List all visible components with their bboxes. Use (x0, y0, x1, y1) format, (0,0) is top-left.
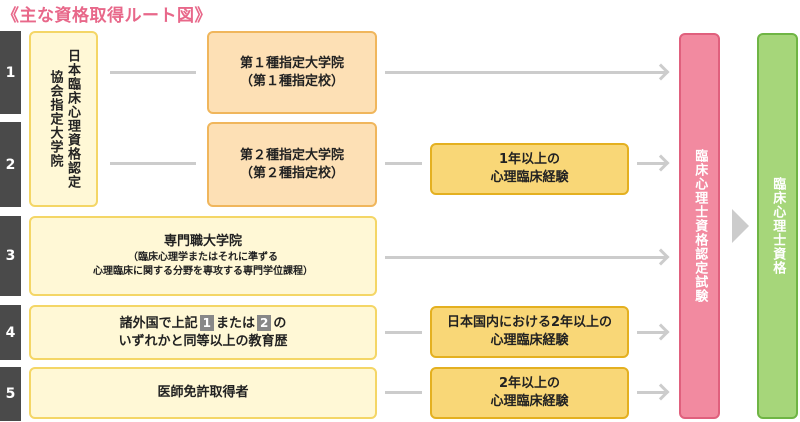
route5-experience-box: 2年以上の 心理臨床経験 (430, 367, 629, 419)
connector-line (637, 162, 665, 165)
route2-line1: 第２種指定大学院 (239, 147, 344, 163)
route1-line2: （第１種指定校） (239, 73, 344, 89)
route2-experience-box: 1年以上の 心理臨床経験 (430, 143, 629, 195)
route5-box: 医師免許取得者 (29, 367, 377, 419)
route2-line2: （第２種指定校） (239, 165, 344, 181)
connector-line (637, 331, 665, 334)
diagram-title: 《主な資格取得ルート図》 (2, 6, 212, 26)
qualification-label: 臨床心理士資格 (770, 177, 786, 275)
route1-box: 第１種指定大学院 （第１種指定校） (207, 31, 377, 114)
route4-text-b: または (215, 315, 255, 331)
route4-experience-line2: 心理臨床経験 (490, 333, 569, 348)
connector-line (110, 162, 196, 165)
arrow-right-icon (732, 209, 749, 243)
row-number-4: 4 (0, 305, 21, 360)
connector-line (385, 391, 422, 394)
route3-note1: （臨床心理学またはそれに準ずる (128, 251, 278, 263)
connector-line (385, 331, 422, 334)
association-label: 日本臨床心理資格認定協会指定大学院 (47, 49, 81, 189)
route2-experience-line2: 心理臨床経験 (490, 170, 569, 185)
route-badge-2: 2 (257, 314, 272, 331)
connector-line (385, 162, 422, 165)
arrow-head-icon (652, 323, 670, 341)
arrow-head-icon (652, 154, 670, 172)
association-box: 日本臨床心理資格認定協会指定大学院 (29, 31, 98, 207)
route5-experience-line2: 心理臨床経験 (490, 394, 569, 409)
route3-box: 専門職大学院 （臨床心理学またはそれに準ずる 心理臨床に関する分野を専攻する専門… (29, 216, 377, 296)
row-number-1: 1 (0, 31, 21, 114)
connector-line (385, 256, 665, 259)
route4-text-a: 諸外国で上記 (119, 315, 198, 331)
route4-line2: いずれかと同等以上の教育歴 (118, 333, 288, 349)
route2-experience-line1: 1年以上の (498, 152, 561, 168)
route5-label: 医師免許取得者 (157, 385, 249, 401)
connector-line (110, 71, 196, 74)
connector-line (637, 391, 665, 394)
arrow-head-icon (652, 63, 670, 81)
route3-note2: 心理臨床に関する分野を専攻する専門学位課程） (93, 265, 313, 277)
arrow-head-icon (652, 248, 670, 266)
exam-box: 臨床心理士資格認定試験 (679, 33, 720, 419)
route-badge-1: 1 (199, 314, 214, 331)
row-number-2: 2 (0, 122, 21, 207)
route5-experience-line1: 2年以上の (498, 376, 561, 392)
connector-line (385, 71, 665, 74)
row-number-5: 5 (0, 367, 21, 421)
route2-box: 第２種指定大学院 （第２種指定校） (207, 122, 377, 207)
route4-text-c: の (273, 315, 287, 331)
row-number-3: 3 (0, 216, 21, 296)
route1-line1: 第１種指定大学院 (239, 55, 344, 71)
qualification-box: 臨床心理士資格 (757, 33, 798, 419)
exam-label: 臨床心理士資格認定試験 (692, 149, 708, 303)
route4-experience-line1: 日本国内における2年以上の (446, 315, 613, 331)
route4-experience-box: 日本国内における2年以上の 心理臨床経験 (430, 306, 629, 358)
route3-line1: 専門職大学院 (163, 234, 242, 250)
arrow-head-icon (652, 383, 670, 401)
